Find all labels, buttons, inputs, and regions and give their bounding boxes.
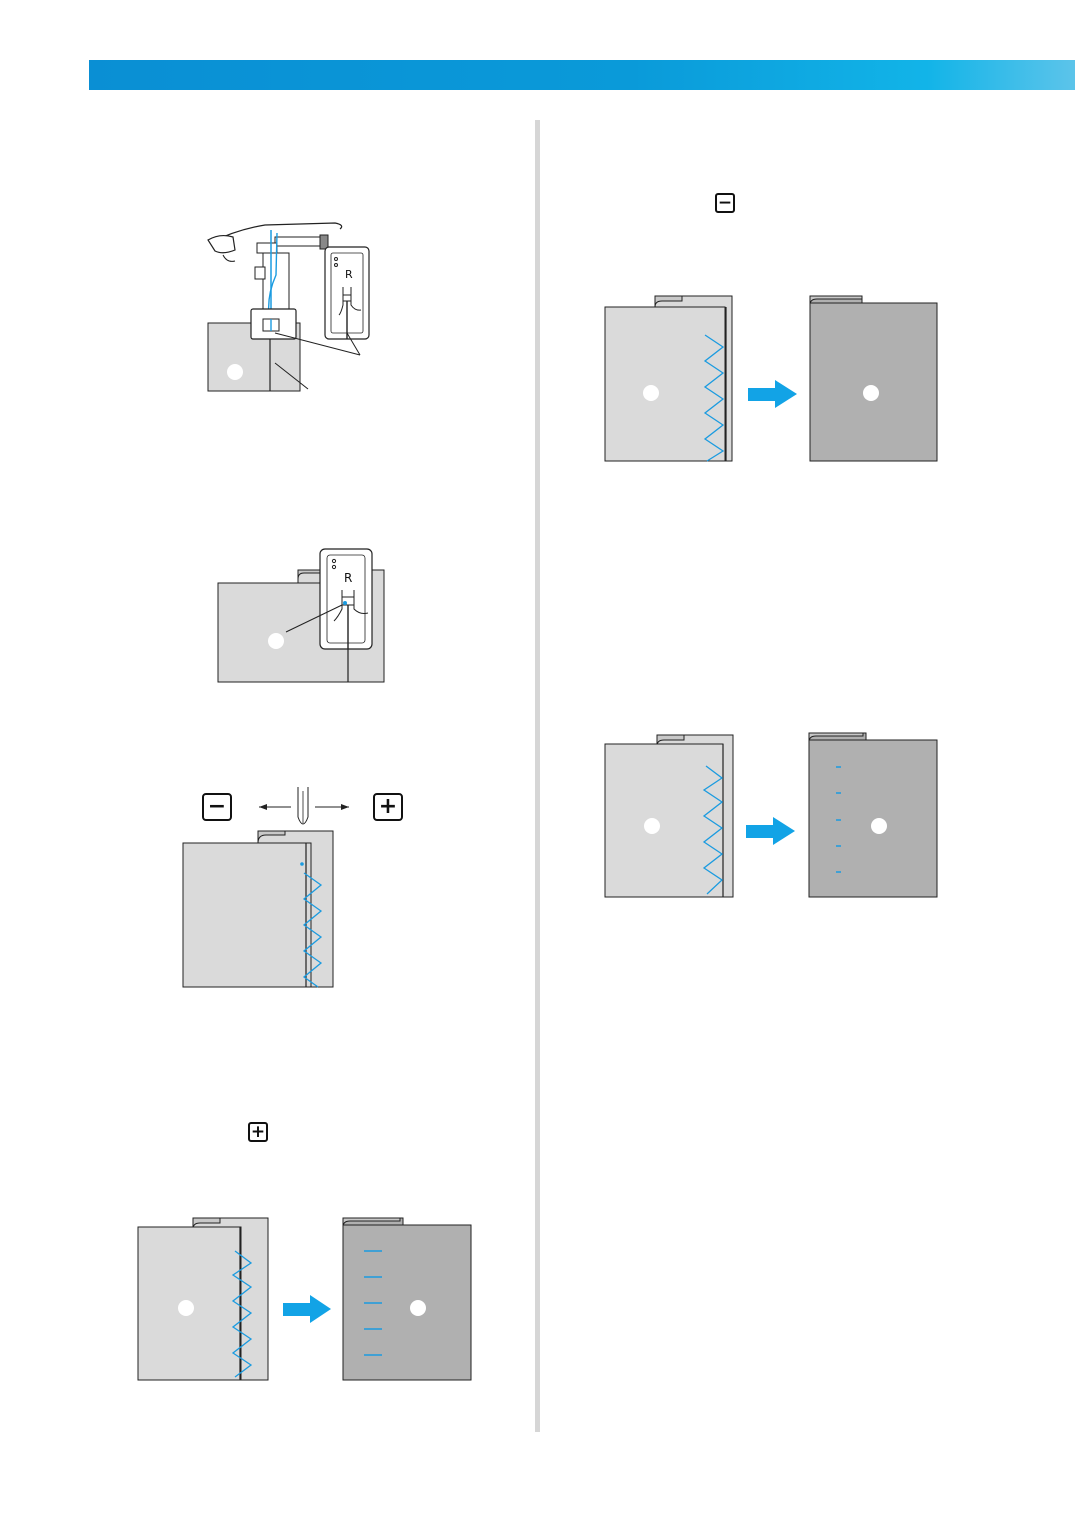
presser-foot-r-icon: R [345, 268, 353, 281]
fig-presser-foot-attach: R [205, 215, 385, 395]
foot-on-fabric-illustration: R [217, 548, 385, 683]
column-divider [535, 120, 540, 1432]
presser-foot-attach-illustration: R [207, 222, 370, 392]
minus-key-icon: − [202, 793, 232, 821]
right-arrow-icon [748, 380, 797, 408]
fig-needle-adjust [182, 787, 349, 989]
right-arrow-icon [746, 817, 795, 845]
right-arrow-icon [283, 1295, 331, 1323]
minus-result-bottom-illustration [604, 732, 938, 898]
presser-foot-r-icon: R [344, 571, 352, 585]
needle-adjust-illustration [182, 787, 349, 988]
fig-minus-result-bottom [604, 732, 940, 898]
fig-foot-on-fabric: R [217, 545, 388, 685]
minus-result-top-illustration [604, 295, 938, 462]
minus-key-right-icon: − [715, 193, 735, 213]
plus-key-icon: + [373, 793, 403, 821]
needle-icon [297, 787, 309, 825]
header-bar [89, 60, 1075, 90]
plus-result-illustration [137, 1217, 472, 1381]
fig-minus-result-top [604, 295, 940, 462]
fig-plus-result [137, 1215, 473, 1381]
plus-key-step-icon: + [248, 1122, 268, 1142]
